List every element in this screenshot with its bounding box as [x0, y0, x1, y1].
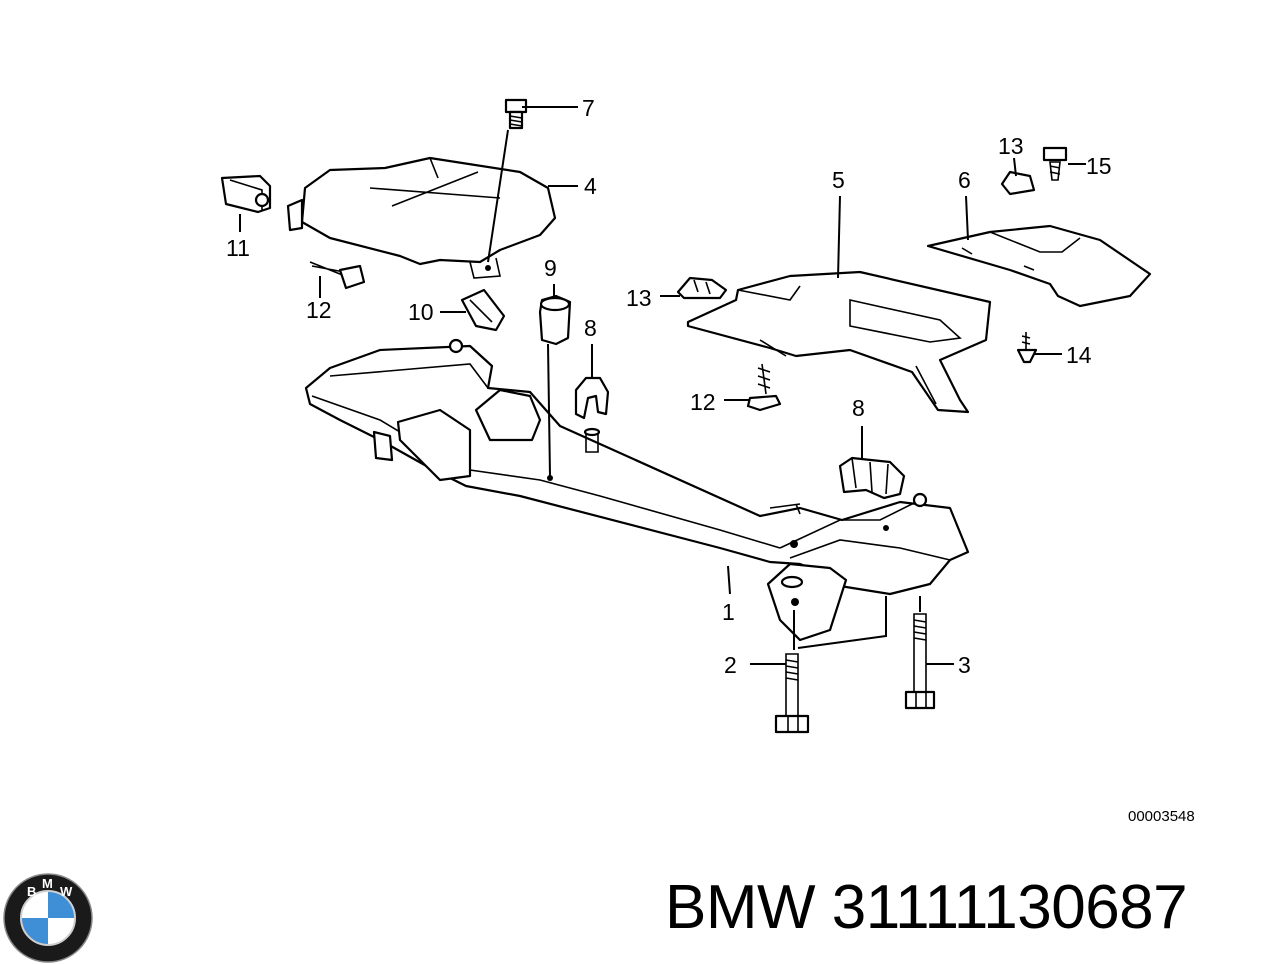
callout-5: 5 — [832, 167, 845, 193]
bmw-roundel-icon: B M W — [3, 873, 93, 963]
logo-letter-m: M — [42, 876, 53, 891]
callout-13-right: 13 — [998, 133, 1024, 159]
part-8-mount-lower — [838, 456, 906, 500]
part-2-bolt — [774, 653, 810, 734]
part-12-screw-left — [309, 261, 366, 290]
callout-14: 14 — [1066, 342, 1092, 368]
callout-10: 10 — [408, 299, 434, 325]
callout-labels: 1 2 3 4 5 6 7 8 8 9 10 11 12 12 13 13 14… — [226, 95, 1112, 678]
footer-title: BMW 31111130687 — [665, 873, 1188, 942]
callout-2: 2 — [724, 652, 737, 678]
part-9-bushing — [538, 294, 572, 346]
callout-1: 1 — [722, 599, 735, 625]
callout-12-left: 12 — [306, 297, 332, 323]
part-1-crossmember — [304, 338, 970, 642]
part-5-floor-panel — [686, 270, 992, 414]
callout-15: 15 — [1086, 153, 1112, 179]
drawing-number: 00003548 — [1128, 808, 1195, 825]
logo-letter-w: W — [60, 884, 73, 899]
part-6-side-shield — [926, 224, 1152, 308]
part-11-clip — [220, 174, 272, 214]
part-14-screw — [1016, 332, 1038, 364]
part-10-clip — [460, 288, 506, 332]
callout-8-lower: 8 — [852, 395, 865, 421]
callout-12-mid: 12 — [690, 389, 716, 415]
leader-lines — [239, 106, 1086, 665]
callout-3: 3 — [958, 652, 971, 678]
part-8-clamp-upper — [574, 376, 610, 420]
part-7-bolt — [504, 98, 528, 130]
callout-7: 7 — [582, 95, 595, 121]
part-3-bolt — [904, 613, 936, 710]
callout-9: 9 — [544, 255, 557, 281]
callout-4: 4 — [584, 173, 597, 199]
part-4-upper-shield — [286, 156, 557, 279]
part-13-clip-right — [1000, 170, 1036, 196]
callout-11: 11 — [226, 235, 250, 261]
callout-13-mid: 13 — [626, 285, 652, 311]
callout-8-upper: 8 — [584, 315, 597, 341]
logo-letter-b: B — [27, 884, 36, 899]
part-13-clip-mid — [676, 276, 728, 300]
part-15-bolt — [1042, 146, 1068, 181]
part-12-screw-mid — [746, 363, 782, 412]
callout-6: 6 — [958, 167, 971, 193]
